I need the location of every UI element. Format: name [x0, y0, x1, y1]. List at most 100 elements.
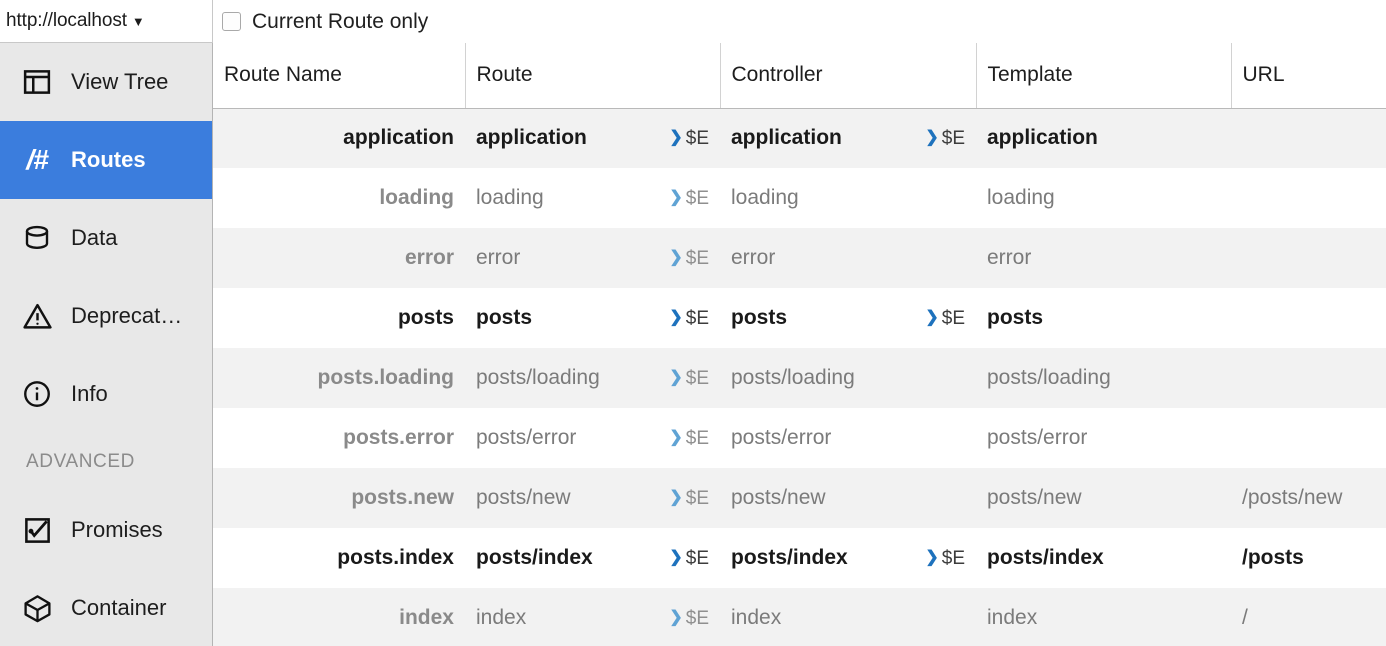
url-value: /: [1242, 606, 1248, 629]
column-header-url[interactable]: URL: [1231, 43, 1386, 109]
inspect-object-button[interactable]: ❯$E: [669, 609, 709, 628]
url-value: /posts: [1242, 546, 1304, 569]
inspect-object-button[interactable]: ❯$E: [925, 129, 965, 148]
url-cell: [1231, 348, 1386, 408]
template-cell-content: index: [987, 606, 1220, 630]
route-name-cell: posts.index: [337, 546, 454, 569]
inspect-object-button[interactable]: ❯$E: [669, 249, 709, 268]
sidebar-item-info[interactable]: Info: [0, 355, 212, 433]
host-selector[interactable]: http://localhost ▼: [0, 0, 213, 43]
sidebar-item-label: Info: [71, 381, 108, 406]
current-route-only-checkbox[interactable]: [222, 12, 241, 31]
route-name-cell: posts.loading: [317, 366, 455, 389]
chevron-right-icon: ❯: [669, 249, 683, 266]
controller-cell-value: posts/index: [731, 546, 848, 569]
current-route-only-label: Current Route only: [252, 9, 429, 33]
column-header-route-name[interactable]: Route Name: [213, 43, 466, 109]
route-cell-value: index: [476, 606, 527, 629]
template-cell-value: posts/error: [987, 426, 1088, 449]
template-cell: posts/new: [976, 468, 1231, 528]
inspect-object-button[interactable]: ❯$E: [669, 129, 709, 148]
route-cell-value: loading: [476, 186, 544, 209]
inspect-object-button[interactable]: ❯$E: [925, 309, 965, 328]
chevron-down-icon: ▼: [131, 13, 145, 29]
controller-cell-value: posts/error: [731, 426, 832, 449]
chevron-right-icon: ❯: [669, 609, 683, 626]
column-header-route[interactable]: Route: [465, 43, 721, 109]
template-cell: error: [976, 228, 1231, 288]
route-cell: index ❯$E: [465, 588, 720, 646]
template-cell-content: error: [987, 246, 1220, 270]
inspect-object-button[interactable]: ❯$E: [669, 549, 709, 568]
routes-table-header-row: Route Name Route Controller Template URL: [213, 43, 1386, 109]
route-cell: posts/loading❯$E: [465, 348, 720, 408]
sidebar-section-advanced: ADVANCED: [26, 451, 135, 472]
chevron-right-icon: ❯: [669, 309, 683, 326]
inspect-object-button[interactable]: ❯$E: [925, 549, 965, 568]
sidebar-item-container[interactable]: Container: [0, 569, 212, 646]
column-header-controller[interactable]: Controller: [720, 43, 977, 109]
template-cell-content: posts/error: [987, 426, 1220, 450]
route-cell: posts/new❯$E: [465, 468, 720, 528]
sidebar-item-label: Data: [71, 225, 118, 250]
url-cell: /: [1231, 588, 1386, 646]
template-cell-content: application: [987, 126, 1220, 150]
route-cell: error ❯$E: [465, 228, 720, 288]
template-cell-content: posts/loading: [987, 366, 1220, 390]
current-route-filter[interactable]: Current Route only: [213, 0, 1386, 43]
inspect-object-button[interactable]: ❯$E: [669, 369, 709, 388]
database-icon: [20, 221, 54, 255]
route-cell: posts❯$E: [465, 288, 720, 348]
template-cell-content: loading: [987, 186, 1220, 210]
sidebar-item-label: Routes: [71, 147, 146, 172]
template-cell-value: index: [987, 606, 1038, 629]
sidebar-item-label: Deprecat…: [71, 303, 183, 328]
controller-cell-content: posts/new: [731, 486, 965, 510]
inspect-object-button[interactable]: ❯$E: [669, 309, 709, 328]
url-cell: [1231, 228, 1386, 288]
route-cell: loading ❯$E: [465, 168, 720, 228]
route-cell-content: posts/loading❯$E: [476, 366, 709, 390]
controller-cell: application ❯$E: [720, 108, 976, 168]
template-cell-value: posts/loading: [987, 366, 1111, 389]
route-cell-content: index ❯$E: [476, 606, 709, 630]
chevron-right-icon: ❯: [669, 489, 683, 506]
sidebar-item-view-tree[interactable]: View Tree: [0, 43, 212, 121]
template-cell: posts/loading: [976, 348, 1231, 408]
inspect-object-button[interactable]: ❯$E: [669, 189, 709, 208]
url-cell: [1231, 168, 1386, 228]
inspect-object-button[interactable]: ❯$E: [669, 429, 709, 448]
route-cell-value: application: [476, 126, 587, 150]
routes-table: Route Name Route Controller Template URL…: [213, 43, 1386, 646]
template-cell-value: application: [987, 126, 1098, 150]
controller-cell-value: application: [731, 126, 842, 150]
sidebar-item-label: Container: [71, 595, 167, 620]
inspect-label: $E: [941, 307, 965, 329]
route-cell-value: error: [476, 246, 521, 269]
sidebar-item-deprecations[interactable]: Deprecat…: [0, 277, 212, 355]
controller-cell-value: index: [731, 606, 782, 629]
inspect-object-button[interactable]: ❯$E: [669, 489, 709, 508]
route-cell-content: posts/index❯$E: [476, 546, 709, 570]
sidebar: View Tree /# Routes Data: [0, 43, 213, 646]
sidebar-item-data[interactable]: Data: [0, 199, 212, 277]
controller-cell-value: posts: [731, 306, 788, 329]
url-cell: /posts/new: [1231, 468, 1386, 528]
column-header-template[interactable]: Template: [976, 43, 1232, 109]
chevron-right-icon: ❯: [925, 549, 939, 566]
inspect-label: $E: [685, 187, 709, 209]
body: View Tree /# Routes Data: [0, 43, 1386, 646]
sidebar-item-promises[interactable]: Promises: [0, 491, 212, 569]
sidebar-item-routes[interactable]: /# Routes: [0, 121, 212, 199]
